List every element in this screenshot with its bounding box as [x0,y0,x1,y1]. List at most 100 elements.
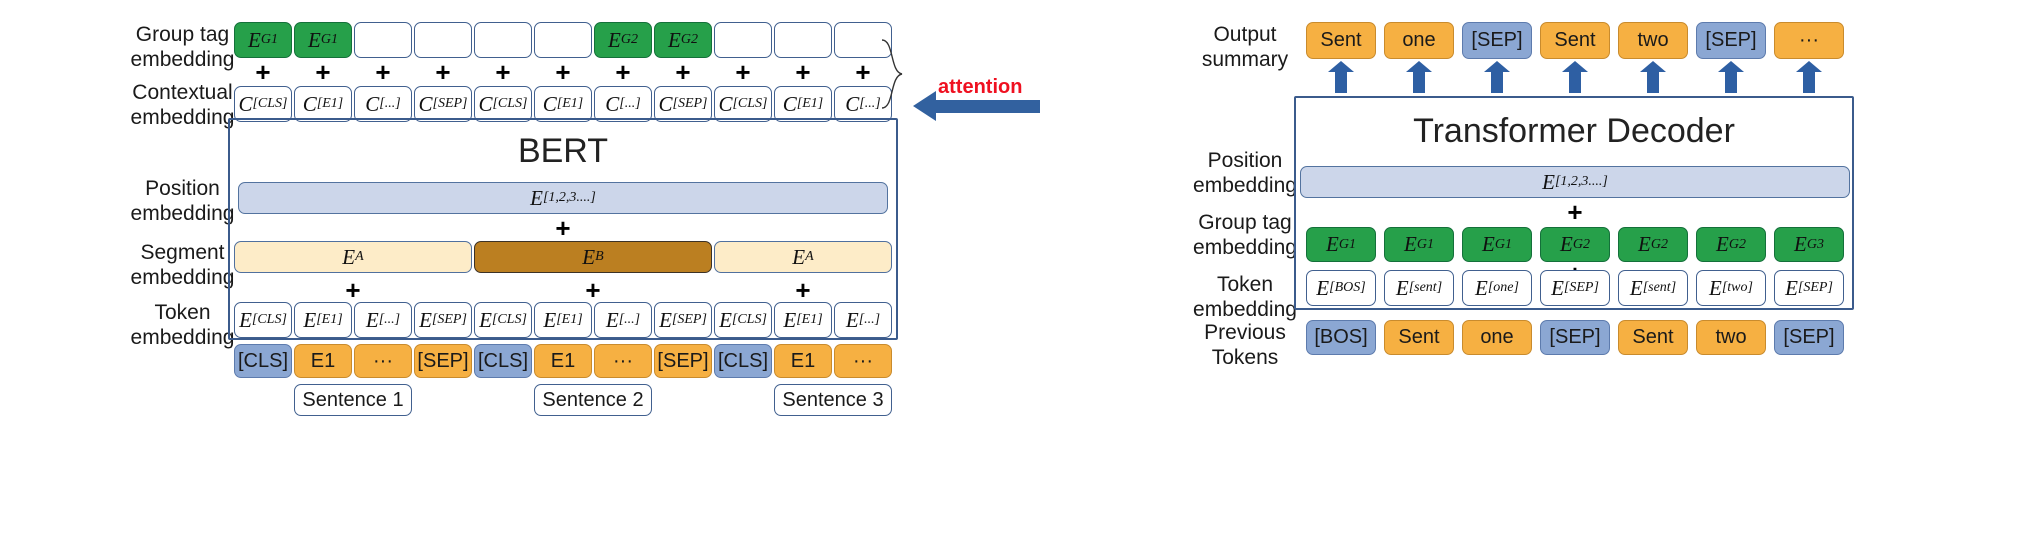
encoder-input-token-0[interactable]: [CLS] [234,344,292,378]
encoder-plus-ctx-5: + [555,57,571,87]
encoder-position-embedding-bar: E[1,2,3....] [238,182,888,214]
encoder-group-tag-cell-5 [534,22,592,58]
decoder-up-arrow-2 [1484,61,1510,93]
encoder-sentence-box-0: Sentence 1 [294,384,412,416]
attention-label: attention [938,76,1023,98]
encoder-plus-ctx-2: + [375,57,391,87]
decoder-position-label: Position embedding [1193,149,1297,197]
bert-frame [228,118,898,340]
decoder-token-cell-4: E[sent] [1618,270,1688,306]
encoder-contextual-cell-1: C[E1] [294,86,352,122]
encoder-input-token-5[interactable]: E1 [534,344,592,378]
encoder-input-token-1[interactable]: E1 [294,344,352,378]
encoder-input-token-8[interactable]: [CLS] [714,344,772,378]
encoder-group-tag-cell-8 [714,22,772,58]
decoder-output-token-4[interactable]: two [1618,22,1688,59]
encoder-input-token-7[interactable]: [SEP] [654,344,712,378]
decoder-output-token-5[interactable]: [SEP] [1696,22,1766,59]
decoder-group-tag-label: Group tag embedding [1193,211,1297,259]
encoder-plus-ctx-6: + [615,57,631,87]
decoder-output-token-6[interactable]: ··· [1774,22,1844,59]
decoder-up-arrow-0 [1328,61,1354,93]
encoder-token-cell-0: E[CLS] [234,302,292,338]
attention-arrow [913,91,1040,121]
decoder-up-arrow-1 [1406,61,1432,93]
encoder-input-token-3[interactable]: [SEP] [414,344,472,378]
decoder-previous-token-6[interactable]: [SEP] [1774,320,1844,355]
encoder-token-cell-7: E[SEP] [654,302,712,338]
encoder-token-cell-9: E[E1] [774,302,832,338]
decoder-plus-position: + [1567,197,1583,227]
encoder-token-cell-10: E[...] [834,302,892,338]
encoder-contextual-cell-8: C[CLS] [714,86,772,122]
decoder-frame [1294,96,1854,310]
encoder-contextual-cell-0: C[CLS] [234,86,292,122]
encoder-group-tag-label: Group tag embedding [130,23,235,71]
encoder-token-cell-1: E[E1] [294,302,352,338]
encoder-token-cell-6: E[...] [594,302,652,338]
decoder-token-label: Token embedding [1193,273,1297,321]
encoder-token-cell-2: E[...] [354,302,412,338]
encoder-input-token-6[interactable]: ··· [594,344,652,378]
encoder-input-token-2[interactable]: ··· [354,344,412,378]
encoder-sentence-box-2: Sentence 3 [774,384,892,416]
encoder-plus-segment-2: + [795,275,811,305]
encoder-plus-ctx-7: + [675,57,691,87]
decoder-output-token-1[interactable]: one [1384,22,1454,59]
decoder-token-cell-6: E[SEP] [1774,270,1844,306]
decoder-previous-token-4[interactable]: Sent [1618,320,1688,355]
encoder-group-tag-cell-9 [774,22,832,58]
decoder-up-arrow-6 [1796,61,1822,93]
encoder-token-cell-5: E[E1] [534,302,592,338]
encoder-input-token-4[interactable]: [CLS] [474,344,532,378]
encoder-token-cell-8: E[CLS] [714,302,772,338]
encoder-input-token-10[interactable]: ··· [834,344,892,378]
encoder-contextual-cell-7: C[SEP] [654,86,712,122]
decoder-previous-token-0[interactable]: [BOS] [1306,320,1376,355]
encoder-group-tag-cell-2 [354,22,412,58]
encoder-plus-ctx-4: + [495,57,511,87]
encoder-group-tag-cell-3 [414,22,472,58]
encoder-contextual-label: Contextual embedding [130,81,235,129]
decoder-output-summary-label: Output summary [1201,23,1289,71]
encoder-position-label: Position embedding [130,177,235,225]
encoder-plus-ctx-8: + [735,57,751,87]
encoder-token-cell-3: E[SEP] [414,302,472,338]
decoder-token-cell-5: E[two] [1696,270,1766,306]
encoder-group-tag-cell-4 [474,22,532,58]
encoder-contextual-cell-10: C[...] [834,86,892,122]
decoder-output-token-2[interactable]: [SEP] [1462,22,1532,59]
decoder-token-cell-1: E[sent] [1384,270,1454,306]
encoder-token-cell-4: E[CLS] [474,302,532,338]
encoder-token-label: Token embedding [130,301,235,349]
decoder-output-token-3[interactable]: Sent [1540,22,1610,59]
encoder-contextual-cell-2: C[...] [354,86,412,122]
decoder-position-embedding-bar: E[1,2,3....] [1300,166,1850,198]
decoder-previous-token-5[interactable]: two [1696,320,1766,355]
encoder-contextual-cell-3: C[SEP] [414,86,472,122]
decoder-previous-token-2[interactable]: one [1462,320,1532,355]
encoder-input-token-9[interactable]: E1 [774,344,832,378]
decoder-up-arrow-5 [1718,61,1744,93]
encoder-plus-ctx-9: + [795,57,811,87]
encoder-contextual-cell-5: C[E1] [534,86,592,122]
encoder-plus-segment-0: + [345,275,361,305]
decoder-up-arrow-4 [1640,61,1666,93]
encoder-contextual-cell-9: C[E1] [774,86,832,122]
decoder-previous-token-3[interactable]: [SEP] [1540,320,1610,355]
decoder-output-token-0[interactable]: Sent [1306,22,1376,59]
decoder-previous-token-1[interactable]: Sent [1384,320,1454,355]
